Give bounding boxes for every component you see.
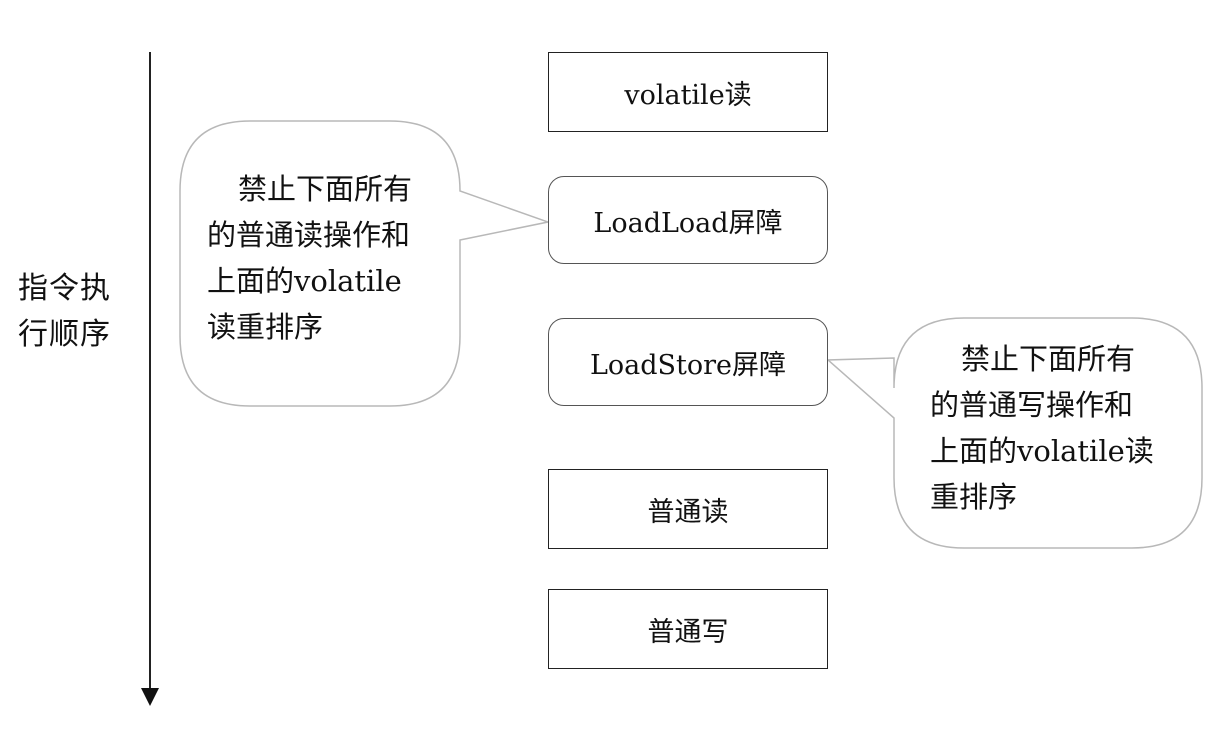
execution-order-label: 指令执 行顺序	[18, 266, 128, 358]
loadstore-callout-text: 禁止下面所有 的普通写操作和 上面的volatile读 重排序	[930, 336, 1154, 520]
loadload-callout-bubble	[179, 120, 551, 407]
callout-text-line: 禁止下面所有	[238, 172, 413, 206]
normal-read-box: 普通读	[548, 469, 828, 549]
callout-text-line: 上面的volatile	[207, 264, 402, 298]
loadstore-callout-bubble	[826, 317, 1203, 549]
callout-text-line: 读重排序	[207, 310, 324, 344]
callout-text-line: 禁止下面所有	[961, 342, 1136, 376]
callout-text-line: 的普通写操作和	[930, 388, 1134, 422]
loadload-barrier-box: LoadLoad屏障	[548, 176, 828, 264]
execution-order-label-line: 指令执	[18, 271, 111, 306]
normal-write-box: 普通写	[548, 589, 828, 669]
volatile-read-box: volatile读	[548, 52, 828, 132]
callout-text-line: 上面的volatile读	[930, 434, 1154, 468]
callout-text-line: 重排序	[930, 480, 1018, 514]
execution-order-label-line: 行顺序	[18, 317, 111, 352]
down-arrow-icon	[141, 688, 159, 706]
callout-text-line: 的普通读操作和	[207, 218, 411, 252]
loadload-callout-text: 禁止下面所有 的普通读操作和 上面的volatile 读重排序	[207, 166, 412, 350]
loadstore-barrier-box: LoadStore屏障	[548, 318, 828, 406]
